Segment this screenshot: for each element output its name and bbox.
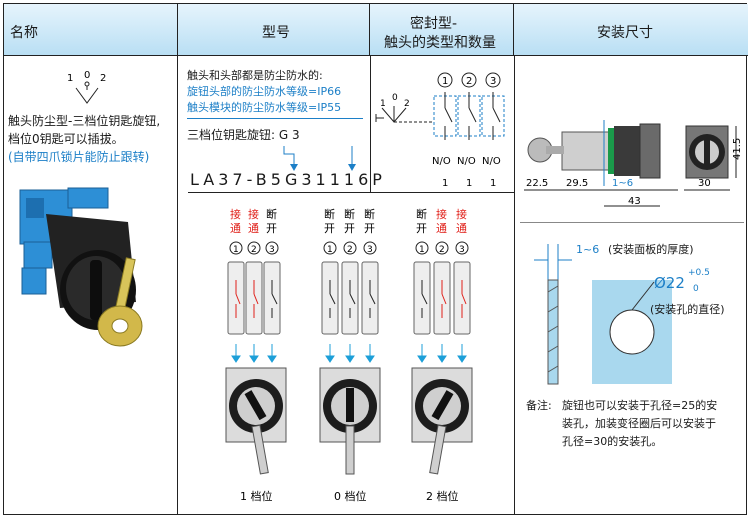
pos2-c3-bottom: 通 <box>456 222 467 235</box>
remark-line3: 孔径=30的安装孔。 <box>562 435 663 448</box>
header-install-cell: 安装尺寸 <box>514 4 748 56</box>
pos2-c3-top: 接 <box>456 208 467 221</box>
header-sealed-line2: 触头的类型和数量 <box>384 35 496 51</box>
pos1-c1-bottom: 通 <box>230 222 241 235</box>
pos0-c2-top: 断 <box>344 207 355 221</box>
remark-line2: 装孔，加装变径圈后可以安装于 <box>562 417 716 430</box>
panel-hole-drawing <box>534 244 672 385</box>
dim-16-side: 1~6 <box>612 178 633 189</box>
pos2-c2-bottom: 通 <box>436 222 447 235</box>
name-desc-line1: 触头防尘型-三档位钥匙旋钮, <box>8 114 161 128</box>
pos0-c1-top: 断 <box>324 207 335 221</box>
pos2-circle-2: 2 <box>439 245 445 255</box>
model-line2: 旋钮头部的防尘防水等级=IP66 <box>187 85 342 98</box>
pos0-c1-bottom: 开 <box>324 222 335 235</box>
model-underline <box>187 118 363 119</box>
product-spec-sheet: 名称 型号 密封型- 触头的类型和数量 安装尺寸 1 0 2 触头防尘型-三档位… <box>3 3 748 515</box>
pos0-circle-1: 1 <box>327 245 333 255</box>
header-name-cell: 名称 <box>4 4 178 56</box>
pos2-caption: 2 档位 <box>426 489 459 503</box>
header-sealed-cell: 密封型- 触头的类型和数量 <box>370 4 514 56</box>
pos2-circle-1: 1 <box>419 245 425 255</box>
code-baseline <box>188 192 514 193</box>
panel-note: (安装面板的厚度) <box>608 243 694 256</box>
contact-sym-2: 2 <box>404 99 410 109</box>
pos1-caption: 1 档位 <box>240 489 273 503</box>
position-1-group: 接 通 接 通 断 开 1 2 3 <box>225 207 287 503</box>
name-desc-note: (自带四爪锁片能防止跟转) <box>8 150 150 164</box>
pos0-c3-bottom: 开 <box>364 222 375 235</box>
contact-no-2: N/O <box>457 156 476 167</box>
pos0-caption: 0 档位 <box>334 489 367 503</box>
pos0-circle-3: 3 <box>367 245 373 255</box>
pos1-c1-top: 接 <box>230 208 241 221</box>
header-model-cell: 型号 <box>178 4 370 56</box>
pos1-circle-1: 1 <box>233 245 239 255</box>
panel-range: 1~6 <box>576 243 600 256</box>
header-sealed-line1: 密封型- <box>410 16 458 32</box>
dim-225: 22.5 <box>526 178 548 189</box>
header-model: 型号 <box>262 25 290 41</box>
pos1-c3-top: 断 <box>266 207 277 221</box>
dim-43: 43 <box>628 196 641 207</box>
header-install: 安装尺寸 <box>597 25 653 41</box>
dim-295: 29.5 <box>566 178 588 189</box>
model-code: LA37-B5G31116P <box>190 170 386 189</box>
pos1-c2-bottom: 通 <box>248 222 259 235</box>
contact-sym-1: 1 <box>380 99 386 109</box>
pos1-c2-top: 接 <box>248 208 259 221</box>
model-line4: 三档位钥匙旋钮: G 3 <box>187 128 300 142</box>
tol-zero: 0 <box>693 284 699 294</box>
install-divider <box>520 222 744 223</box>
contact-no-3: N/O <box>482 156 501 167</box>
code-pointer-arrows <box>283 146 356 171</box>
pos2-c2-top: 接 <box>436 208 447 221</box>
symbol-label-2: 2 <box>100 73 106 84</box>
dim-30: 30 <box>698 178 711 189</box>
contact-circle-3: 3 <box>490 76 496 87</box>
name-desc-line2: 档位0钥匙可以插拔。 <box>8 132 124 146</box>
remark-label: 备注: <box>526 399 552 412</box>
model-line3: 触头模块的防尘防水等级=IP55 <box>187 101 342 114</box>
switch-symbol-icon: 1 0 2 <box>67 70 106 104</box>
header-name: 名称 <box>10 25 38 41</box>
pos1-circle-2: 2 <box>251 245 257 255</box>
contact-sym-0: 0 <box>392 93 398 103</box>
contact-circle-1: 1 <box>442 76 448 87</box>
sealed-column-divider <box>370 56 371 192</box>
positions-diagram: 接 通 接 通 断 开 1 2 3 <box>225 207 473 503</box>
install-dimension-drawing: 22.5 29.5 1~6 43 30 41.5 <box>524 120 743 207</box>
pos0-c2-bottom: 开 <box>344 222 355 235</box>
install-column-divider <box>514 56 515 514</box>
position-0-group: 断 开 断 开 断 开 1 2 3 <box>319 207 381 503</box>
product-photo <box>19 187 143 347</box>
pos0-circle-2: 2 <box>347 245 353 255</box>
remark-line1: 旋钮也可以安装于孔径=25的安 <box>562 399 718 412</box>
contact-circle-2: 2 <box>466 76 472 87</box>
position-2-group: 断 开 接 通 接 通 1 2 3 <box>411 207 473 503</box>
contact-count-1: 1 <box>442 178 448 189</box>
contact-count-2: 1 <box>466 178 472 189</box>
contact-no-1: N/O <box>432 156 451 167</box>
pos1-circle-3: 3 <box>269 245 275 255</box>
symbol-label-1: 1 <box>67 73 73 84</box>
pos2-c1-top: 断 <box>416 207 427 221</box>
hole-note: (安装孔的直径) <box>650 303 725 316</box>
dim-415: 41.5 <box>732 138 743 160</box>
contact-diagram: 1 2 3 1 0 2 N/O N/O N/O 1 1 1 <box>375 72 505 189</box>
hole-dia: Ø22 <box>654 274 685 292</box>
pos2-c1-bottom: 开 <box>416 222 427 235</box>
tol-plus: +0.5 <box>688 268 710 278</box>
model-line1: 触头和头部都是防尘防水的: <box>187 69 323 82</box>
pos1-c3-bottom: 开 <box>266 222 277 235</box>
symbol-label-0: 0 <box>84 70 90 81</box>
pos0-c3-top: 断 <box>364 207 375 221</box>
contact-count-3: 1 <box>490 178 496 189</box>
pos2-circle-3: 3 <box>459 245 465 255</box>
name-column: 1 0 2 触头防尘型-三档位钥匙旋钮, 档位0钥匙可以插拔。 (自带四爪锁片能… <box>4 56 178 514</box>
